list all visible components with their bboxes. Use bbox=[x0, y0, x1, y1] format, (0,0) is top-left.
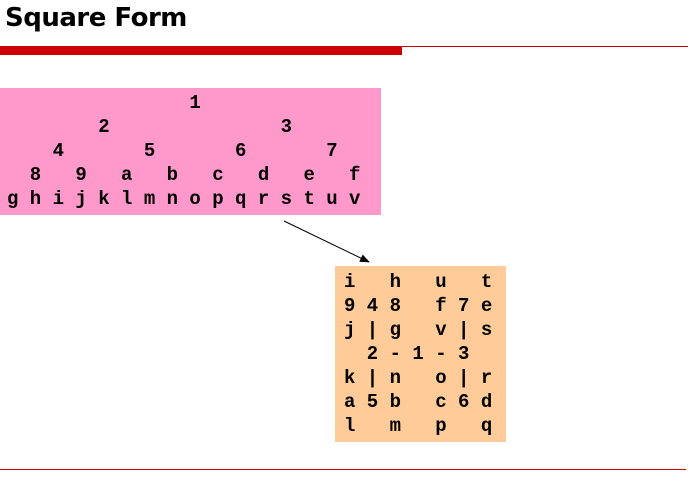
square-form-box: i h u t 9 4 8 f 7 e j | g v | s 2 - 1 - … bbox=[335, 266, 506, 442]
footer-divider-line bbox=[0, 469, 686, 470]
title-underline-line bbox=[402, 46, 688, 47]
tree-row-4: 8 9 a b c d e f bbox=[7, 164, 361, 186]
square-row-1: i h u t bbox=[344, 271, 493, 293]
slide-title: Square Form bbox=[5, 3, 187, 33]
square-row-4: 2 - 1 - 3 bbox=[344, 343, 470, 365]
title-underline-bar bbox=[0, 46, 402, 55]
square-row-3: j | g v | s bbox=[344, 319, 493, 341]
square-row-7: l m p q bbox=[344, 415, 493, 437]
tree-row-5: g h i j k l m n o p q r s t u v bbox=[7, 188, 361, 210]
tree-row-3: 4 5 6 7 bbox=[7, 140, 338, 162]
square-row-2: 9 4 8 f 7 e bbox=[344, 295, 493, 317]
square-row-6: a 5 b c 6 d bbox=[344, 391, 493, 413]
square-row-5: k | n o | r bbox=[344, 367, 493, 389]
tree-row-2: 2 3 bbox=[7, 116, 293, 138]
tree-row-1: 1 bbox=[7, 92, 201, 114]
binary-tree-box: 1 2 3 4 5 6 7 8 9 a b c d e f g h i j k … bbox=[0, 88, 381, 215]
